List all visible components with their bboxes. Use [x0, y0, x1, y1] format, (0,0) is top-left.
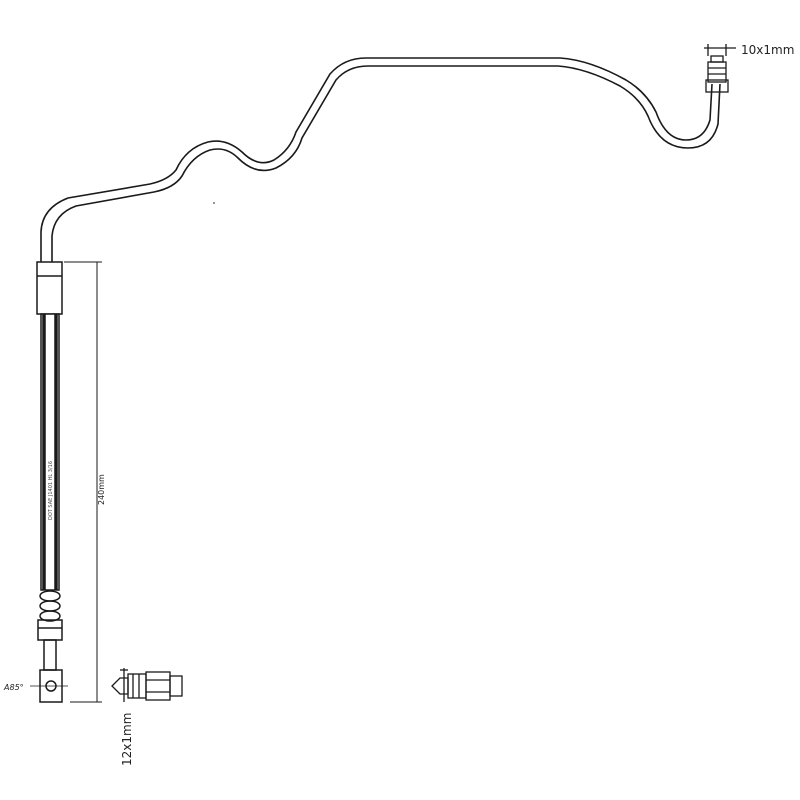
top-fitting-collar	[705, 79, 729, 93]
hose-ring-2	[39, 600, 61, 612]
pipe-outer-wall	[40, 57, 713, 262]
bottom-fitting-label: 12x1mm	[120, 713, 134, 766]
top-fitting-tip	[710, 55, 724, 63]
top-fitting-10x1	[704, 44, 736, 93]
flexible-hose	[30, 261, 68, 703]
top-fitting-label: 10x1mm	[741, 43, 794, 57]
bottom-fitting-12x1	[111, 668, 183, 702]
hose-length-label: 240mm	[97, 474, 106, 505]
hose-upper-crimp	[36, 261, 63, 315]
bottom-fitting-body	[127, 673, 147, 699]
hose-neck	[43, 639, 57, 671]
hose-lower-crimp	[37, 619, 63, 641]
hose-ring-3	[39, 610, 61, 622]
pipe-inner-wall	[51, 65, 721, 262]
length-dimension	[64, 261, 102, 703]
angle-label: A85°	[3, 683, 24, 692]
top-fitting-nut	[707, 61, 727, 83]
bottom-fitting-end	[169, 675, 183, 697]
rigid-brake-pipe	[40, 57, 721, 262]
hose-ring-1	[39, 590, 61, 602]
hose-printing: DOT SAE J1401 HL 3/16	[48, 461, 54, 520]
bottom-fitting-tip	[111, 677, 129, 695]
bottom-fitting-nut	[145, 671, 171, 701]
